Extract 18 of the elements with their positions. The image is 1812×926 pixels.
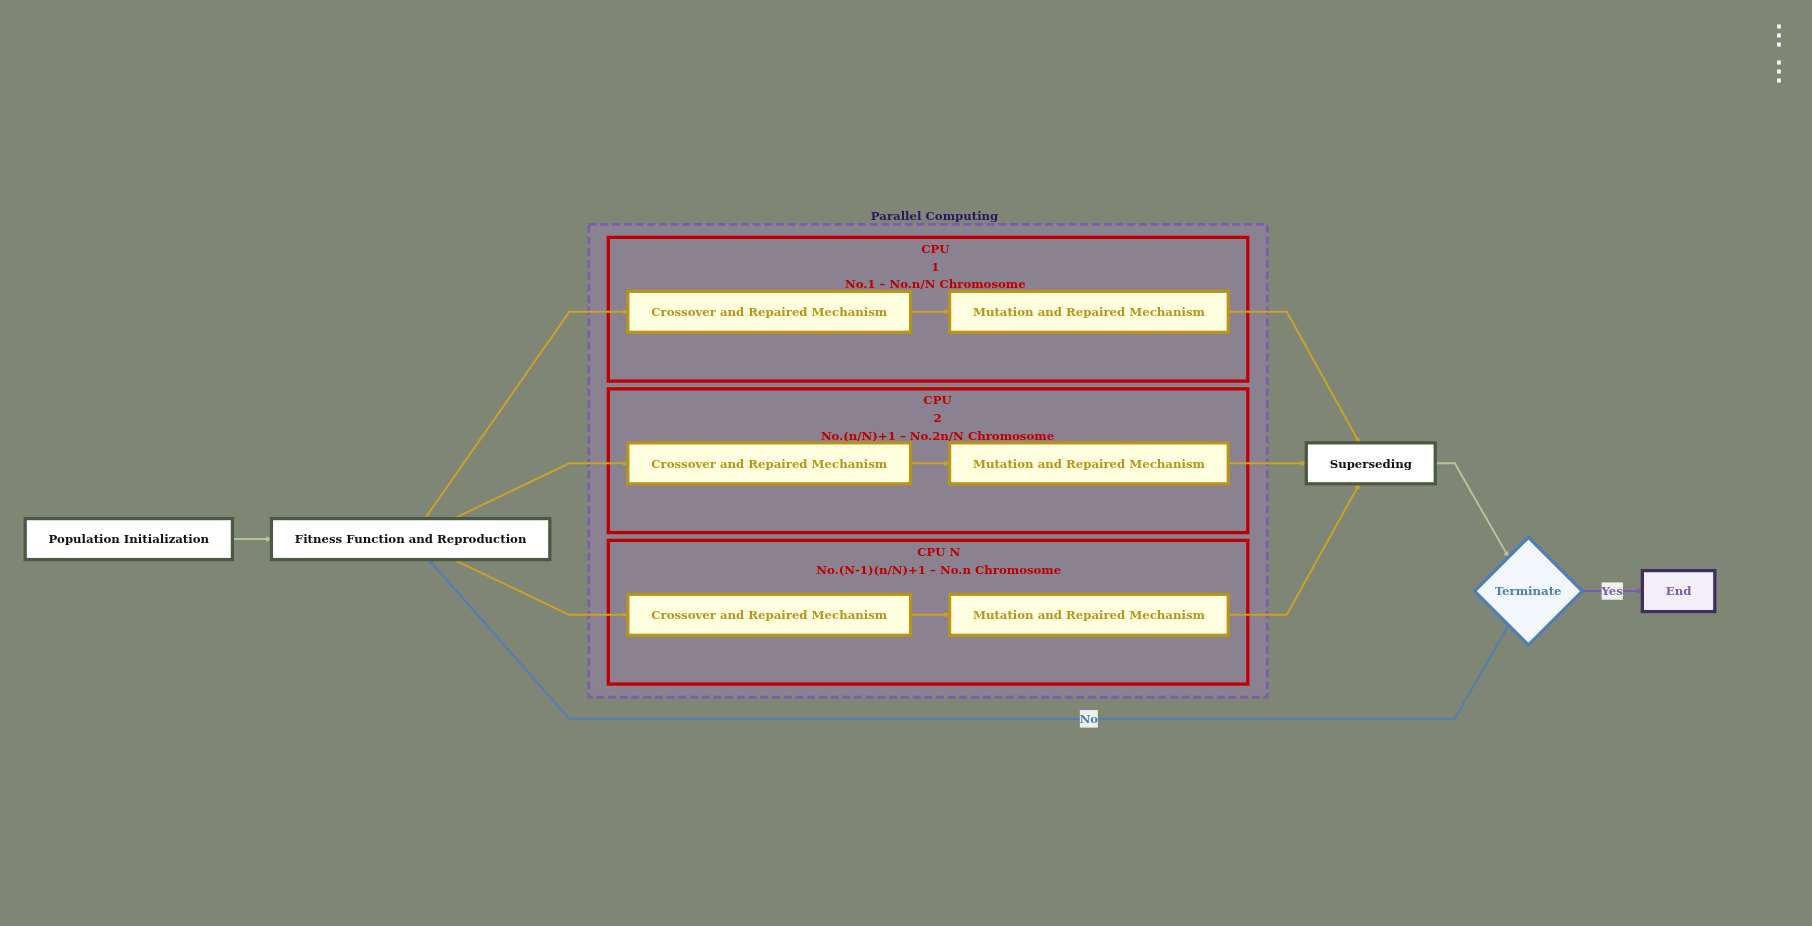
node-box: Crossover and Repaired Mechanism [626,289,913,334]
node-box: End [1640,569,1717,614]
cluster [587,223,1269,699]
edge-label: No [1079,712,1099,726]
node-box: Population Initialization [23,516,235,562]
node-box: Crossover and Repaired Mechanism [626,441,913,486]
edge-label: Yes [1601,584,1623,598]
node-diamond: Terminate [1472,534,1585,648]
node-label: Parallel Computing [870,209,999,224]
node-box: Mutation and Repaired Mechanism [947,289,1230,334]
ellipsis-mark: ⋮ [1766,20,1792,50]
node-box: Mutation and Repaired Mechanism [947,441,1230,486]
ellipsis-mark: ⋮ [1766,56,1792,86]
arrow [428,559,1510,720]
node-box: Superseding [1304,441,1437,486]
node-box: Fitness Function and Reproduction [269,516,552,562]
node-box: Mutation and Repaired Mechanism [947,592,1230,637]
node-box: Crossover and Repaired Mechanism [626,592,913,637]
